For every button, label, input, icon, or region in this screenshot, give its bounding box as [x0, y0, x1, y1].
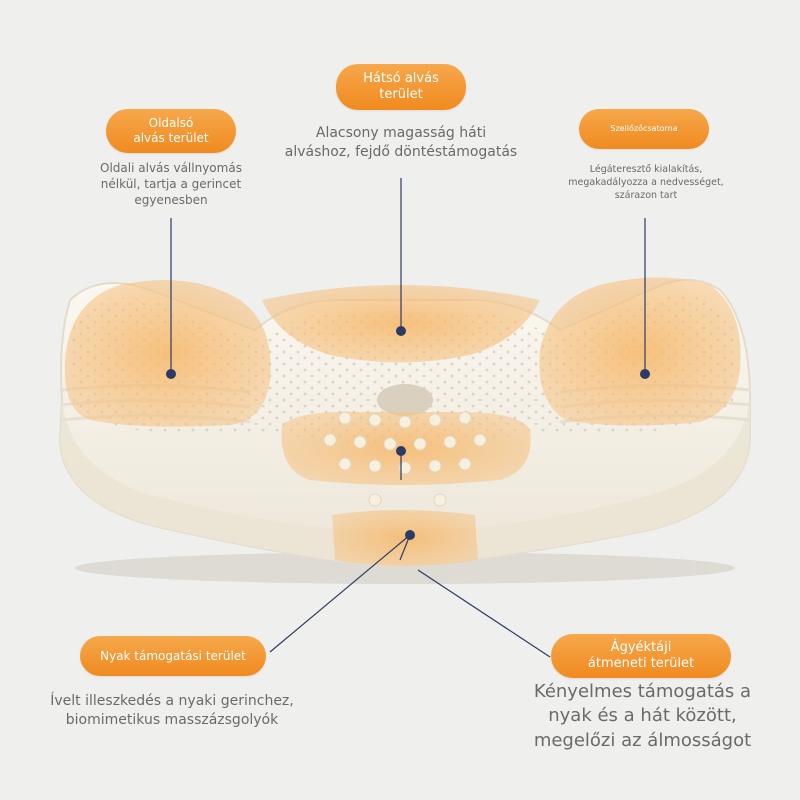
lumbar-transition-label: Ágyéktáji átmeneti terület — [551, 634, 731, 678]
pillow-shadow — [75, 552, 735, 584]
neck-support-description-line-2: biomimetikus masszázsgolyók — [65, 711, 279, 728]
side-sleep-description: Oldali alvás vállnyomás nélkül, tartja a… — [71, 160, 271, 209]
back-sleep-description-line-2: alváshoz, fejdő döntéstámogatás — [284, 143, 518, 160]
back-sleep-label-line-1: Hátsó alvás — [363, 70, 439, 86]
lumbar-transition-description: Kényelmes támogatás a nyak és a hát közö… — [515, 680, 770, 753]
side-sleep-label-line-1: Oldalsó — [148, 116, 194, 130]
side-sleep-description-line-3: egyenesben — [134, 193, 208, 208]
anchor-dots — [166, 326, 650, 540]
side-sleep-description-line-1: Oldali alvás vállnyomás — [100, 161, 242, 175]
vent-channel-description-line-1: Légáteresztő kialakítás, — [589, 164, 703, 175]
lumbar-transition-description-line-2: nyak és a hát között, — [548, 705, 737, 727]
massage-balls — [323, 411, 487, 507]
lumbar-zone-highlight — [332, 510, 478, 566]
side-sleep-label-line-2: alvás terület — [133, 131, 209, 145]
vent-channel-label: Szellőzőcsatorna — [579, 109, 709, 149]
vent-channel-description: Légáteresztő kialakítás, megakadályozza … — [546, 164, 746, 202]
center-hole — [377, 384, 433, 416]
vent-channel-label-text: Szellőzőcsatorna — [610, 124, 678, 133]
pillow-front-face — [60, 400, 750, 566]
side-sleep-description-line-2: nélkül, tartja a gerincet — [100, 177, 242, 192]
side-sleep-label: Oldalsó alvás terület — [106, 109, 236, 153]
vent-channel-description-line-3: szárazon tart — [614, 189, 678, 201]
lumbar-transition-label-line-1: Ágyéktáji — [610, 639, 672, 655]
lumbar-transition-description-line-1: Kényelmes támogatás a — [533, 681, 752, 702]
lumbar-transition-label-line-2: átmeneti terület — [587, 656, 695, 671]
vent-zone-highlight — [539, 277, 741, 426]
back-sleep-label-line-2: terület — [379, 87, 423, 102]
side-zone-highlight — [64, 280, 271, 427]
neck-support-label-text: Nyak támogatási terület — [100, 648, 246, 663]
neck-support-description: Ívelt illeszkedés a nyaki gerinchez, bio… — [22, 692, 322, 730]
neck-support-description-line-1: Ívelt illeszkedés a nyaki gerinchez, — [50, 693, 294, 709]
back-sleep-description-line-1: Alacsony magasság háti — [315, 125, 487, 141]
vent-channel-description-line-2: megakadályozza a nedvességet, — [568, 176, 724, 188]
neck-support-label: Nyak támogatási terület — [80, 636, 266, 676]
back-sleep-label: Hátsó alvás terület — [336, 64, 466, 110]
back-sleep-description: Alacsony magasság háti alváshoz, fejdő d… — [276, 124, 526, 162]
lumbar-transition-description-line-3: megelőzi az álmosságot — [533, 729, 752, 751]
leader-lines — [170, 178, 646, 658]
